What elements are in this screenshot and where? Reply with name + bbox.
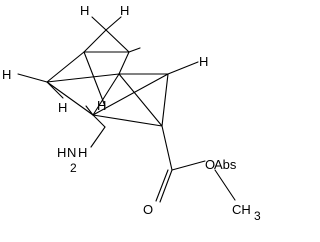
atom-amine-subscript: 2 xyxy=(70,161,77,175)
atom-h-top-right: H xyxy=(120,3,129,18)
atom-amine-h2: H xyxy=(78,145,87,160)
bond xyxy=(167,61,199,75)
bond xyxy=(92,114,163,127)
bond xyxy=(171,160,206,171)
bond xyxy=(155,169,169,202)
bond xyxy=(159,169,173,203)
bond xyxy=(161,125,173,171)
bond xyxy=(118,51,130,75)
atom-h-mid-left: H xyxy=(58,100,67,115)
bond xyxy=(46,73,120,83)
molecule-diagram: H H H H H H H N H 2 O O Abs CH 3 xyxy=(2,3,261,223)
bond xyxy=(161,73,169,127)
atom-methyl-subscript: 3 xyxy=(254,209,261,223)
bond xyxy=(92,114,106,128)
bond xyxy=(90,126,106,148)
bond xyxy=(105,29,130,53)
bond xyxy=(92,73,120,116)
atom-h-right: H xyxy=(199,54,208,69)
atom-ester-o-single: O xyxy=(205,157,215,172)
bond xyxy=(105,16,122,31)
atom-labels: H H H H H H H N H 2 O O Abs CH 3 xyxy=(2,3,261,223)
bond xyxy=(118,73,163,127)
atom-h-mid-center: H xyxy=(97,98,106,113)
atom-ester-o-double: O xyxy=(143,202,153,217)
atom-h-top-left: H xyxy=(80,3,89,18)
atom-ester-abs: Abs xyxy=(214,157,237,172)
bond xyxy=(83,51,106,107)
atom-h-left: H xyxy=(2,67,11,82)
bond xyxy=(91,16,107,31)
structure-canvas: H H H H H H H N H 2 O O Abs CH 3 xyxy=(2,3,261,223)
bond xyxy=(46,81,94,116)
bond xyxy=(17,73,48,83)
atom-methyl-ch: CH xyxy=(232,202,251,217)
bond xyxy=(46,51,85,83)
bond-lines xyxy=(17,16,236,203)
bond xyxy=(85,105,94,116)
atom-amine-n: N xyxy=(67,145,76,160)
bond xyxy=(214,169,236,201)
bond xyxy=(92,73,169,116)
bond xyxy=(83,29,107,53)
atom-amine-h: H xyxy=(57,145,66,160)
bond xyxy=(128,47,141,53)
bond xyxy=(46,81,64,99)
